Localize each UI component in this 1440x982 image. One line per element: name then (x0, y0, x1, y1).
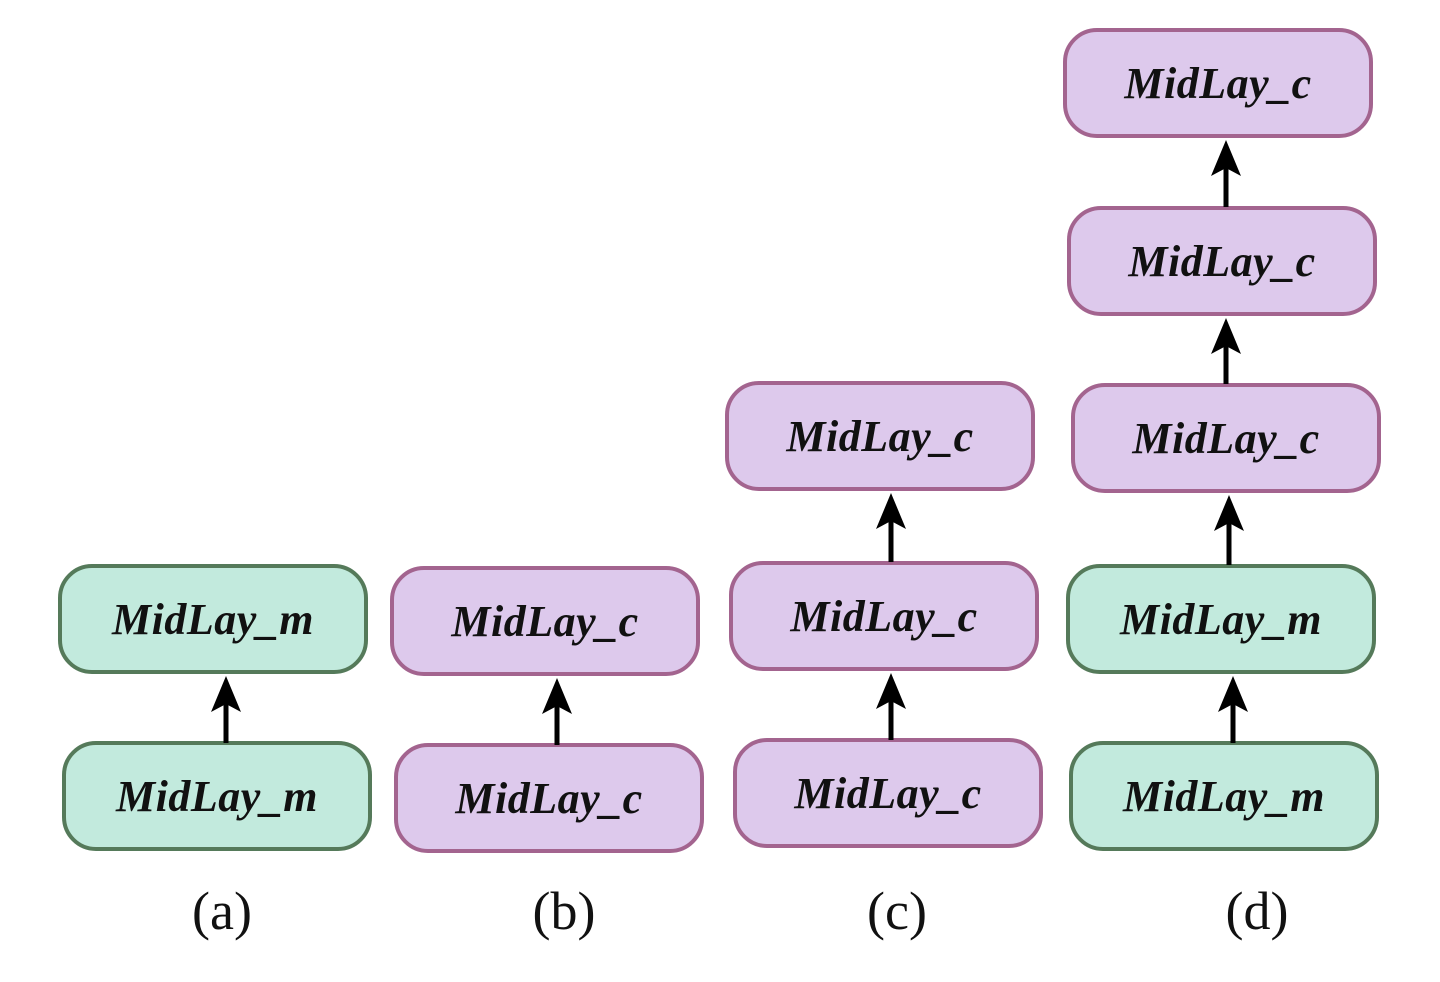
panel-a-node-2: MidLay_m (58, 564, 368, 674)
panel-d-node-1: MidLay_m (1069, 741, 1379, 851)
panel-b-node-2: MidLay_c (390, 566, 700, 676)
panel-c-node-3: MidLay_c (725, 381, 1035, 491)
arrow-d-2 (1214, 495, 1244, 565)
panel-a-label: (a) (192, 881, 252, 941)
arrow-d-1 (1218, 676, 1248, 743)
panel-b-node-1: MidLay_c (394, 743, 704, 853)
arrow-b-1 (542, 678, 572, 745)
panel-c-node-1: MidLay_c (733, 738, 1043, 848)
panel-d-node-4: MidLay_c (1067, 206, 1377, 316)
panel-d-node-2: MidLay_m (1066, 564, 1376, 674)
panel-b-label: (b) (532, 881, 596, 941)
panel-d-label: (d) (1225, 881, 1289, 941)
panel-d-node-5: MidLay_c (1063, 28, 1373, 138)
arrow-c-2 (876, 493, 906, 562)
arrow-d-4 (1211, 140, 1241, 207)
panel-c-node-2: MidLay_c (729, 561, 1039, 671)
arrow-a-1 (211, 676, 241, 743)
arrow-c-1 (876, 673, 906, 740)
panel-d-node-3: MidLay_c (1071, 383, 1381, 493)
arrow-d-3 (1211, 318, 1241, 384)
panel-a-node-1: MidLay_m (62, 741, 372, 851)
panel-c-label: (c) (867, 881, 927, 941)
